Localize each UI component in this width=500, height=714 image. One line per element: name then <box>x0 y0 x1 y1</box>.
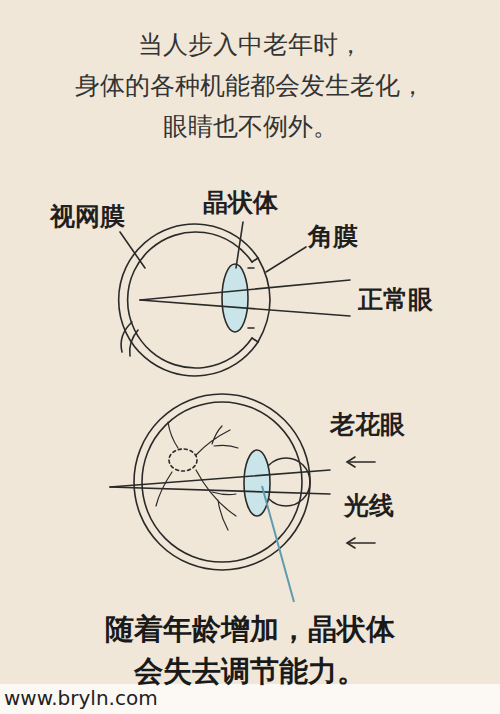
part-label: 光线 <box>344 489 394 522</box>
caption-text: 随着年龄增加，晶状体 会失去调节能力。 <box>60 608 440 692</box>
part-label: 角膜 <box>308 220 358 253</box>
page-title: 当人步入中老年时， 身体的各种机能都会发生老化， 眼睛也不例外。 <box>40 24 460 147</box>
part-label: 晶状体 <box>203 186 278 219</box>
part-label: 视网膜 <box>50 200 125 233</box>
watermark: www.bryln.com <box>4 686 158 710</box>
eye-type-label: 正常眼 <box>358 283 433 316</box>
eye-type-label: 老花眼 <box>330 408 405 441</box>
